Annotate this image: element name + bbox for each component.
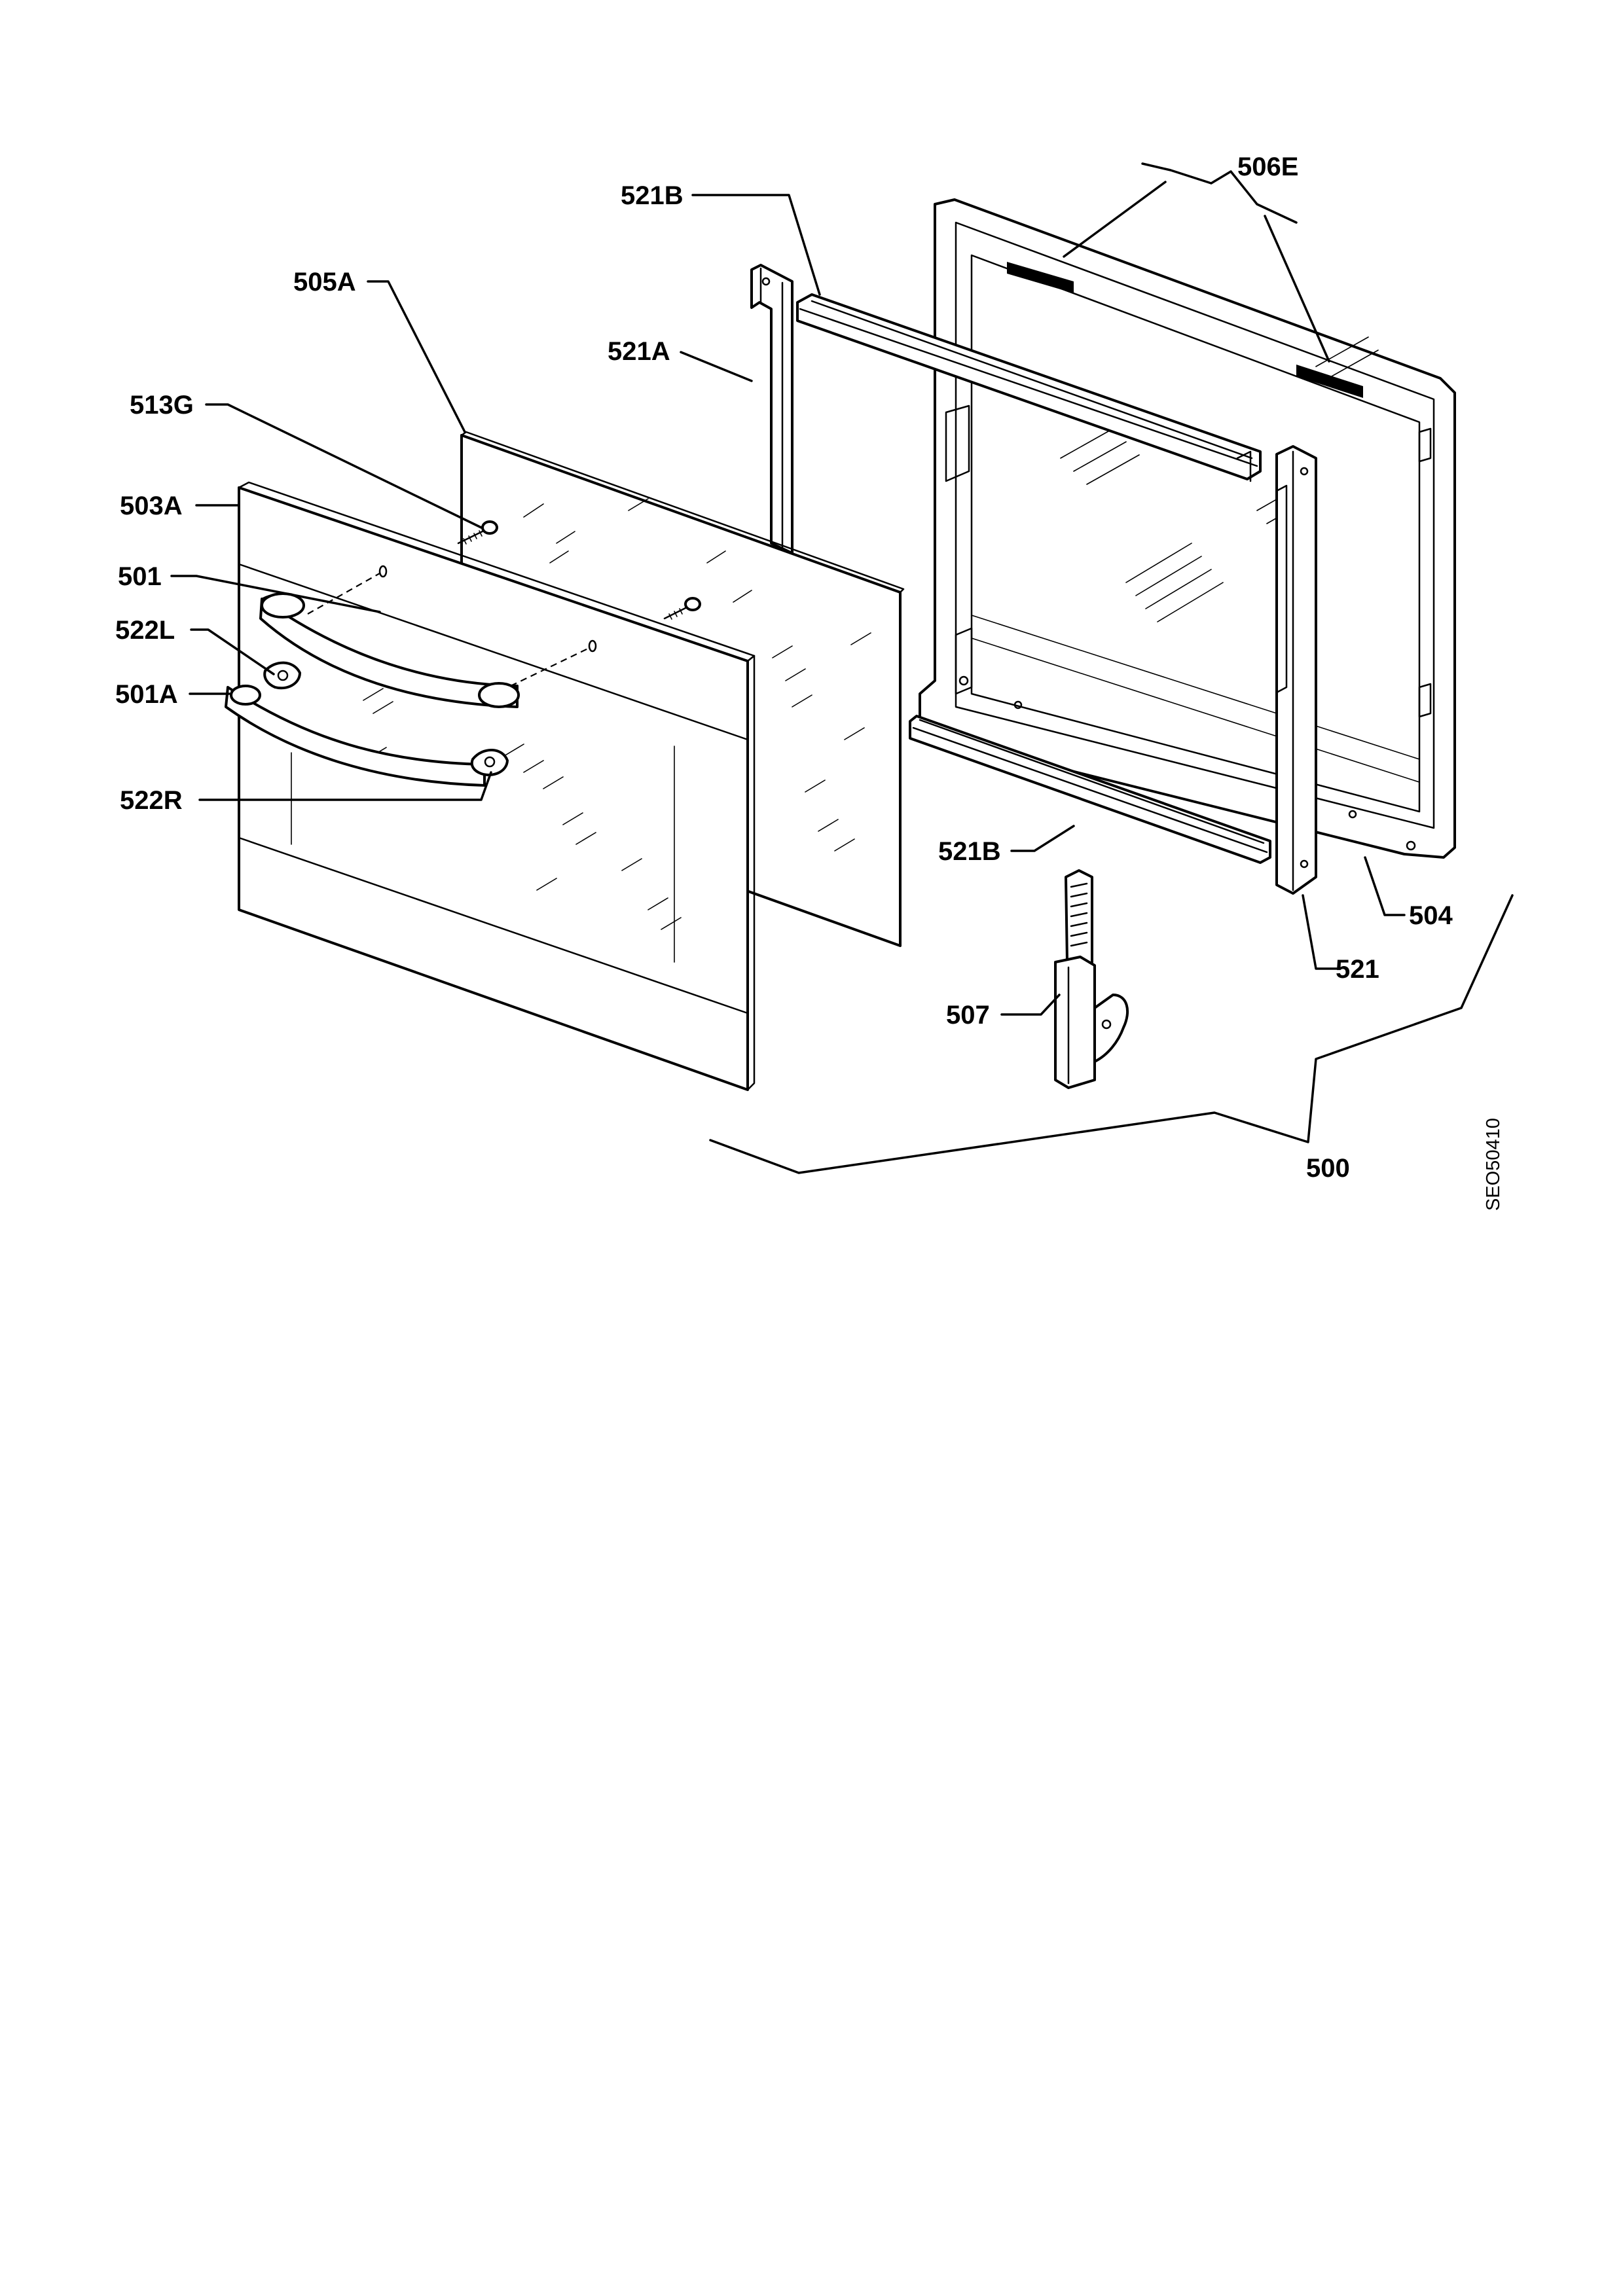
label-522L: 522L bbox=[115, 616, 175, 645]
label-505A: 505A bbox=[293, 268, 356, 296]
side-profile-521A bbox=[750, 264, 793, 554]
label-504: 504 bbox=[1409, 901, 1453, 930]
hinge-507 bbox=[1054, 869, 1129, 1089]
label-503A: 503A bbox=[120, 492, 183, 520]
label-501: 501 bbox=[118, 562, 162, 591]
label-513G: 513G bbox=[130, 391, 194, 420]
part-labels: 506E 521B 505A 521A 513G 503A 501 522L 5… bbox=[115, 152, 1504, 1211]
screw-513G bbox=[457, 520, 498, 545]
leader-lines bbox=[170, 162, 1514, 1174]
label-521A: 521A bbox=[608, 337, 670, 366]
handle-501 bbox=[259, 592, 520, 708]
label-521B-bottom: 521B bbox=[938, 837, 1001, 866]
label-506E: 506E bbox=[1237, 152, 1298, 181]
side-profile-521 bbox=[1275, 445, 1317, 895]
outer-door-503A bbox=[238, 481, 756, 1091]
seal-506E-left bbox=[1007, 262, 1074, 293]
handle-501A bbox=[225, 685, 486, 787]
rail-521B-bottom bbox=[909, 715, 1271, 864]
label-501A: 501A bbox=[115, 680, 178, 709]
end-cap-522L bbox=[263, 661, 301, 690]
label-522R: 522R bbox=[120, 786, 183, 815]
label-500: 500 bbox=[1306, 1154, 1350, 1183]
screw-513G-second bbox=[663, 597, 701, 620]
seal-506E-right bbox=[1296, 365, 1363, 398]
label-521: 521 bbox=[1336, 955, 1379, 984]
rail-521B-top bbox=[796, 293, 1262, 482]
door-frame-504 bbox=[919, 198, 1456, 859]
label-521B-top: 521B bbox=[621, 181, 684, 210]
drawing-code: SEO50410 bbox=[1483, 1118, 1504, 1211]
end-cap-522R bbox=[470, 749, 509, 776]
label-507: 507 bbox=[946, 1001, 990, 1030]
